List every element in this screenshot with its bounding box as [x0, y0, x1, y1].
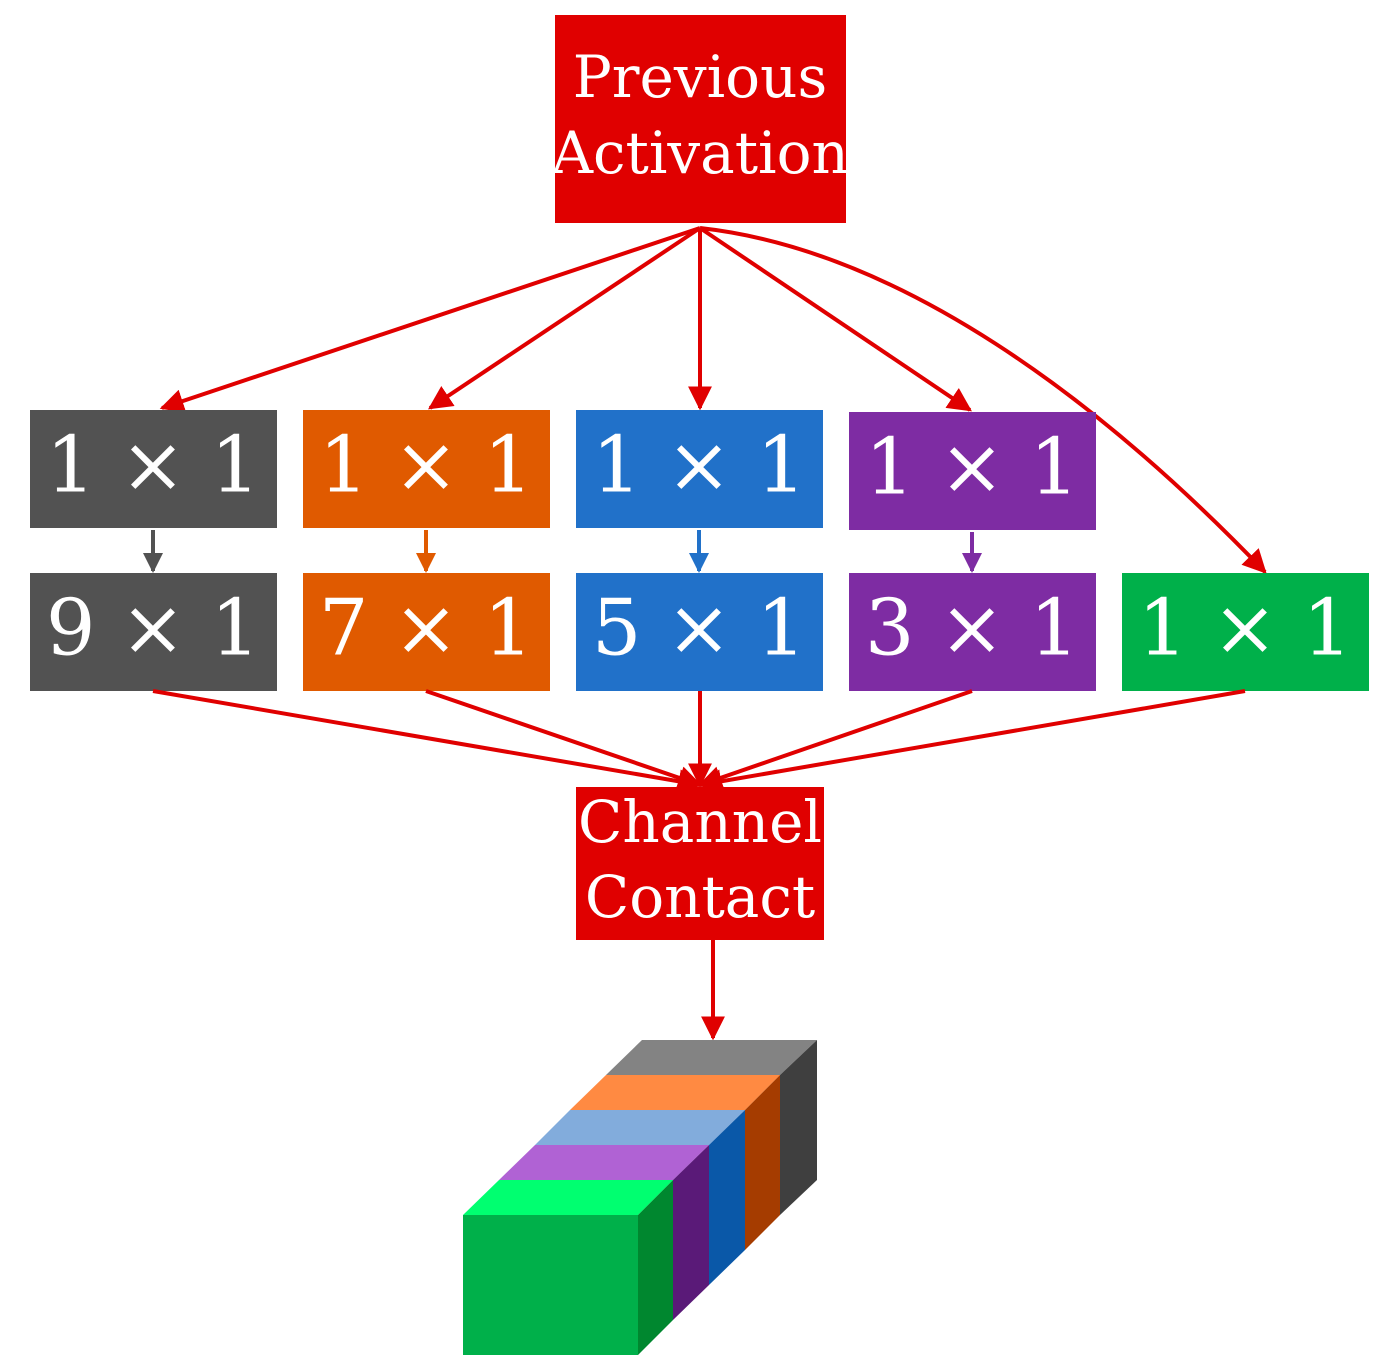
branch-2-conv-label: 7 × 1: [319, 584, 533, 674]
channel-contact-line1: Channel: [578, 788, 822, 856]
output-feature-block: [463, 1040, 817, 1355]
channel-contact-line2: Contact: [585, 863, 815, 931]
orange-layer-side: [745, 1075, 780, 1250]
branch-1-reduce-box: [30, 410, 277, 528]
branch-7x1: 1 × 1 7 × 1: [303, 410, 550, 691]
green-layer-front: [463, 1215, 638, 1355]
arrow-to-branch-4: [698, 226, 972, 412]
orange-layer-top: [570, 1075, 780, 1110]
branch-3-conv-label: 5 × 1: [592, 584, 806, 674]
previous-activation-line2: Activation: [550, 119, 849, 187]
branch-3x1: 1 × 1 3 × 1: [849, 412, 1096, 691]
channel-contact-box: Channel Contact: [576, 787, 824, 940]
branch-2-conv-box: [303, 573, 550, 691]
concat-arrows: [152, 689, 1246, 794]
branch-1-conv-box: [30, 573, 277, 691]
branch-3-conv-box: [576, 573, 823, 691]
green-layer-top: [463, 1180, 673, 1215]
gray-layer-side: [780, 1040, 817, 1215]
arrow-from-branch-4: [697, 689, 973, 790]
gray-layer-top: [606, 1040, 817, 1075]
arrow-to-branch-5: [699, 226, 1267, 574]
branch-1-conv-label: 9 × 1: [46, 584, 260, 674]
previous-activation-line1: Previous: [573, 43, 827, 111]
branch-5x1: 1 × 1 5 × 1: [576, 410, 823, 691]
branch-5-conv-box: [1122, 573, 1369, 691]
branch-3-reduce-label: 1 × 1: [592, 421, 806, 511]
branch-3-reduce-box: [576, 410, 823, 528]
arrow-to-branch-1: [159, 226, 701, 413]
arrow-from-branch-2: [425, 689, 703, 790]
arrow-from-branch-5: [697, 689, 1246, 794]
blue-layer-side: [709, 1110, 745, 1285]
branch-2-reduce-label: 1 × 1: [319, 421, 533, 511]
branch-1-reduce-label: 1 × 1: [46, 421, 260, 511]
purple-layer-side: [673, 1145, 709, 1320]
arrow-from-branch-1: [152, 689, 703, 794]
branch-9x1: 1 × 1 9 × 1: [30, 410, 277, 691]
purple-layer-top: [499, 1145, 709, 1180]
input-arrows: [159, 226, 1267, 574]
branch-4-reduce-box: [849, 412, 1096, 530]
branch-1x1: 1 × 1: [1122, 573, 1369, 691]
blue-layer-top: [535, 1110, 745, 1145]
green-layer-side: [638, 1180, 673, 1355]
branch-4-conv-box: [849, 573, 1096, 691]
previous-activation-box: Previous Activation: [550, 15, 849, 223]
branch-2-reduce-box: [303, 410, 550, 528]
branch-4-conv-label: 3 × 1: [865, 584, 1079, 674]
branch-5-conv-label: 1 × 1: [1138, 584, 1352, 674]
branch-4-reduce-label: 1 × 1: [865, 423, 1079, 513]
arrow-to-branch-2: [428, 226, 702, 410]
